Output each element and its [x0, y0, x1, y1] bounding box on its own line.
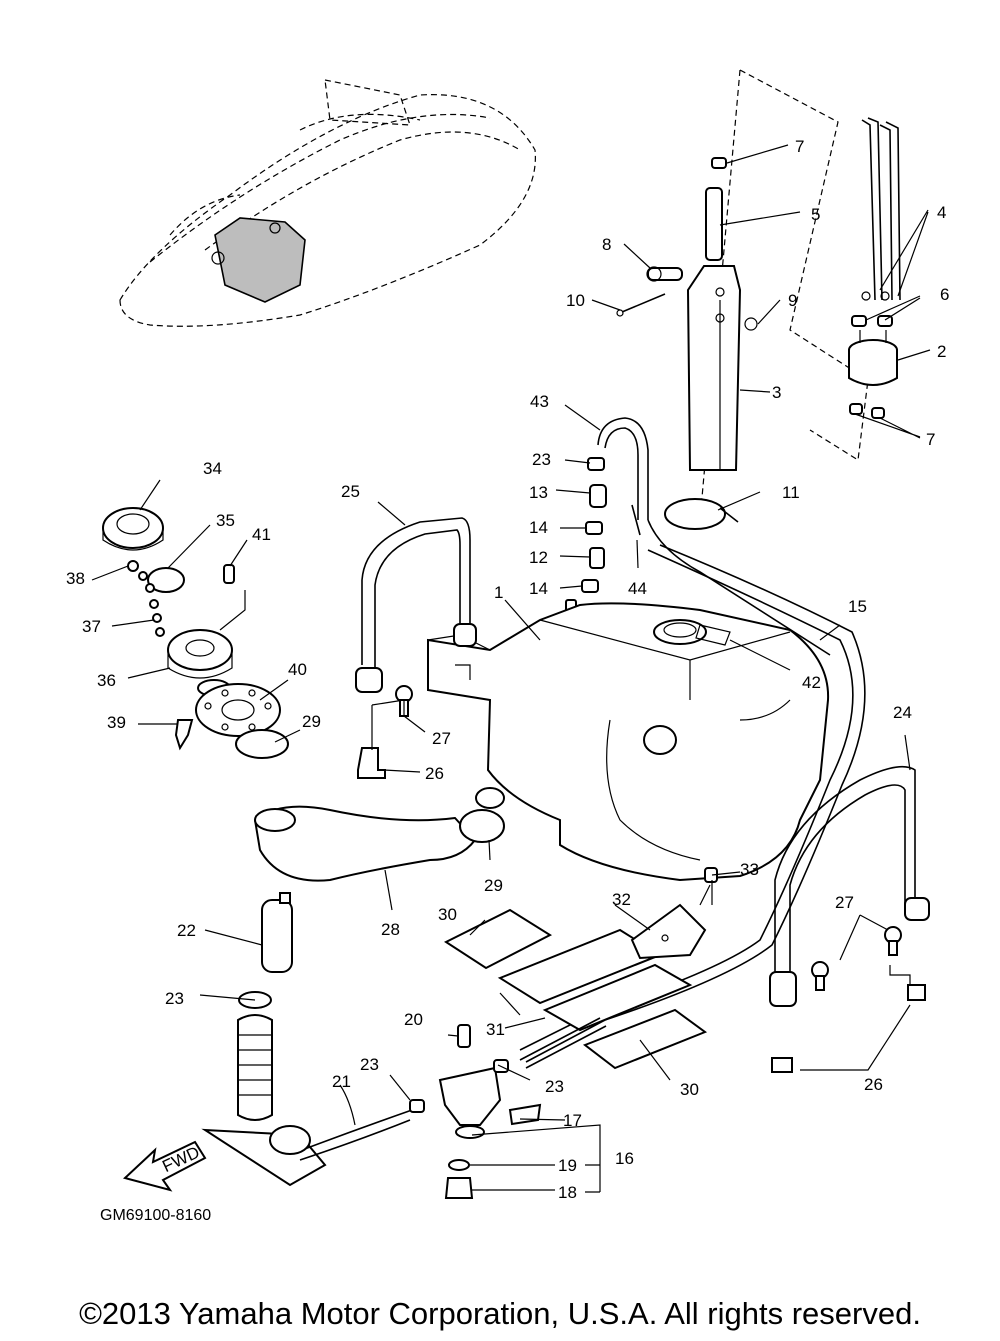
- callout-23a: 23: [532, 450, 551, 469]
- fittings: [565, 457, 607, 625]
- callout-37: 37: [82, 617, 101, 636]
- callout-35: 35: [216, 511, 235, 530]
- callout-30b: 30: [680, 1080, 699, 1099]
- callout-27b: 27: [835, 893, 854, 912]
- callout-42: 42: [802, 673, 821, 692]
- callout-15: 15: [848, 597, 867, 616]
- callout-9: 9: [788, 291, 797, 310]
- filler-clamp: [664, 498, 739, 530]
- callout-28: 28: [381, 920, 400, 939]
- callout-24: 24: [893, 703, 912, 722]
- fuel-tank: [427, 602, 830, 882]
- callout-2: 2: [937, 342, 946, 361]
- filler-hose: [235, 729, 505, 882]
- callout-20: 20: [404, 1010, 423, 1029]
- long-hose: [519, 544, 866, 1063]
- callout-5: 5: [811, 205, 820, 224]
- callout-43: 43: [530, 392, 549, 411]
- pickup-assembly: [201, 892, 509, 1187]
- callout-19: 19: [558, 1156, 577, 1175]
- callout-4: 4: [937, 203, 946, 222]
- callout-40: 40: [288, 660, 307, 679]
- callout-34: 34: [203, 459, 222, 478]
- callout-18: 18: [558, 1183, 577, 1202]
- callout-29b: 29: [484, 876, 503, 895]
- callout-23d: 23: [545, 1077, 564, 1096]
- callout-23c: 23: [360, 1055, 379, 1074]
- callout-26a: 26: [425, 764, 444, 783]
- callout-17: 17: [563, 1111, 582, 1130]
- callout-26b: 26: [864, 1075, 883, 1094]
- callout-36: 36: [97, 671, 116, 690]
- callout-7a: 7: [795, 137, 804, 156]
- callout-1: 1: [494, 583, 503, 602]
- callout-12: 12: [529, 548, 548, 567]
- callout-6: 6: [940, 285, 949, 304]
- vent-pipes: [861, 117, 901, 301]
- callout-8: 8: [602, 235, 611, 254]
- callout-31: 31: [486, 1020, 505, 1039]
- callout-13: 13: [529, 483, 548, 502]
- callout-27a: 27: [432, 729, 451, 748]
- callout-39: 39: [107, 713, 126, 732]
- watercraft-overview: [119, 79, 536, 327]
- filler-pipe: [616, 157, 758, 471]
- callouts: 1 2 3 4 5 6 7 7 8 9 10 11 12 13 14 14 15…: [66, 137, 949, 1202]
- callout-23b: 23: [165, 989, 184, 1008]
- callout-11: 11: [782, 483, 800, 502]
- callout-22: 22: [177, 921, 196, 940]
- check-valve: [848, 315, 898, 419]
- callout-14a: 14: [529, 518, 548, 537]
- water-separator: [438, 1017, 607, 1199]
- callout-44: 44: [628, 579, 647, 598]
- tank-pads: [443, 867, 718, 1070]
- callout-30a: 30: [438, 905, 457, 924]
- callout-29a: 29: [302, 712, 321, 731]
- breather-hose: [597, 417, 831, 656]
- callout-7b: 7: [926, 430, 935, 449]
- callout-3: 3: [772, 383, 781, 402]
- callout-32: 32: [612, 890, 631, 909]
- tank-strap-left: [355, 517, 477, 693]
- callout-16: 16: [615, 1149, 634, 1168]
- callout-41: 41: [252, 525, 271, 544]
- callout-10: 10: [566, 291, 585, 310]
- callout-21: 21: [332, 1072, 351, 1091]
- fwd-arrow: FWD: [122, 1140, 207, 1192]
- filler-cap-assembly: [102, 507, 281, 751]
- leader-lines: [91, 144, 931, 1193]
- callout-33: 33: [740, 860, 759, 879]
- callout-25: 25: [341, 482, 360, 501]
- callout-38: 38: [66, 569, 85, 588]
- callout-14b: 14: [529, 579, 548, 598]
- copyright-notice: ©2013 Yamaha Motor Corporation, U.S.A. A…: [79, 1296, 921, 1331]
- diagram-code: GM69100-8160: [100, 1207, 212, 1224]
- tank-strap-right: [769, 765, 930, 1007]
